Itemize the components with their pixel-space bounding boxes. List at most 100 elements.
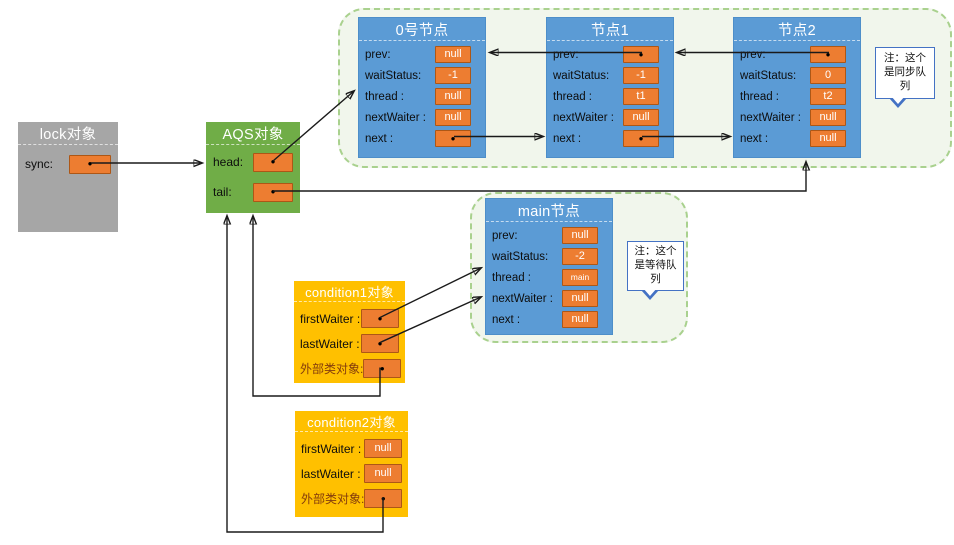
node-1-box: 节点1 prev: ● waitStatus: -1 thread : t1 n…: [546, 17, 674, 158]
field-value: -1: [623, 67, 659, 84]
field-value: t1: [623, 88, 659, 105]
field-value: null: [562, 227, 598, 244]
field-value: null: [562, 311, 598, 328]
field-row: 外部类对象: ●: [300, 356, 402, 381]
field-label: nextWaiter :: [553, 111, 614, 124]
aqs-object-title: AQS对象: [206, 122, 300, 145]
field-label: firstWaiter :: [300, 311, 361, 326]
field-row: thread : main: [492, 267, 606, 288]
field-row-tail: tail: ●: [213, 181, 293, 203]
node-2-box: 节点2 prev: ● waitStatus: 0 thread : t2 ne…: [733, 17, 861, 158]
node-0-title: 0号节点: [359, 18, 485, 41]
pointer-dot: ●: [810, 46, 846, 63]
pointer-dot: ●: [364, 489, 403, 508]
field-label: prev:: [365, 48, 391, 61]
field-row: thread : t1: [553, 86, 667, 107]
field-value: null: [364, 439, 402, 458]
lock-object-title: lock对象: [18, 122, 118, 145]
field-row: prev: null: [365, 44, 479, 65]
field-label: next :: [492, 313, 521, 326]
field-label: waitStatus:: [365, 69, 422, 82]
field-value: null: [623, 109, 659, 126]
field-row: next : ●: [553, 128, 667, 149]
field-row: prev: null: [492, 225, 606, 246]
field-label: head:: [213, 155, 244, 169]
field-row: firstWaiter : null: [301, 436, 402, 461]
pointer-dot: ●: [435, 130, 471, 147]
field-row-head: head: ●: [213, 151, 293, 173]
field-value: null: [435, 46, 471, 63]
field-row: firstWaiter : ●: [300, 306, 399, 331]
condition2-title: condition2对象: [295, 411, 408, 432]
field-row: nextWaiter : null: [740, 107, 854, 128]
field-row-sync: sync: ●: [25, 153, 111, 175]
field-label: thread :: [492, 271, 531, 284]
condition1-object-box: condition1对象 firstWaiter : ● lastWaiter …: [294, 281, 405, 383]
field-row: nextWaiter : null: [365, 107, 479, 128]
field-row: waitStatus: -1: [365, 65, 479, 86]
field-row: lastWaiter : null: [301, 461, 402, 486]
node-1-title: 节点1: [547, 18, 673, 41]
field-label: nextWaiter :: [740, 111, 801, 124]
field-label: prev:: [740, 48, 766, 61]
field-value: main: [562, 269, 598, 286]
field-label: thread :: [740, 90, 779, 103]
aqs-object-box: AQS对象 head: ● tail: ●: [206, 122, 300, 213]
field-value: -1: [435, 67, 471, 84]
field-row: prev: ●: [740, 44, 854, 65]
pointer-dot: ●: [623, 46, 659, 63]
field-label: nextWaiter :: [365, 111, 426, 124]
field-label: waitStatus:: [740, 69, 797, 82]
pointer-dot: ●: [69, 154, 111, 174]
field-value: null: [562, 290, 598, 307]
field-value: null: [364, 464, 402, 483]
pointer-dot: ●: [361, 334, 399, 353]
pointer-dot: ●: [623, 130, 659, 147]
field-value: null: [435, 109, 471, 126]
sync-queue-note: 注：这个是同步队列: [875, 47, 935, 108]
field-value: null: [810, 130, 846, 147]
field-row: prev: ●: [553, 44, 667, 65]
field-label: next :: [365, 132, 394, 145]
field-row: waitStatus: 0: [740, 65, 854, 86]
field-label: 外部类对象:: [300, 362, 364, 376]
field-label: tail:: [213, 185, 232, 199]
field-label: waitStatus:: [492, 250, 549, 263]
field-label: thread :: [365, 90, 404, 103]
field-row: next : null: [492, 309, 606, 330]
field-row: 外部类对象: ●: [301, 486, 403, 511]
field-row: waitStatus: -1: [553, 65, 667, 86]
field-label: nextWaiter :: [492, 292, 553, 305]
field-row: thread : null: [365, 86, 479, 107]
field-label: firstWaiter :: [301, 441, 362, 456]
field-value: null: [810, 109, 846, 126]
field-label: waitStatus:: [553, 69, 610, 82]
main-node-title: main节点: [486, 199, 612, 222]
node-2-title: 节点2: [734, 18, 860, 41]
pointer-dot: ●: [361, 309, 399, 328]
field-row: nextWaiter : null: [553, 107, 667, 128]
main-node-box: main节点 prev: null waitStatus: -2 thread …: [485, 198, 613, 335]
field-row: next : ●: [365, 128, 479, 149]
field-row: thread : t2: [740, 86, 854, 107]
field-row: nextWaiter : null: [492, 288, 606, 309]
field-label: 外部类对象:: [301, 492, 365, 506]
field-label: prev:: [553, 48, 579, 61]
condition2-object-box: condition2对象 firstWaiter : null lastWait…: [295, 411, 408, 517]
field-label: next :: [740, 132, 769, 145]
pointer-dot: ●: [253, 182, 293, 202]
field-row: waitStatus: -2: [492, 246, 606, 267]
pointer-dot: ●: [363, 359, 402, 378]
field-value: null: [435, 88, 471, 105]
node-0-box: 0号节点 prev: null waitStatus: -1 thread : …: [358, 17, 486, 158]
field-label: next :: [553, 132, 582, 145]
field-label: lastWaiter :: [300, 336, 360, 351]
field-label: thread :: [553, 90, 592, 103]
field-label: lastWaiter :: [301, 466, 361, 481]
field-value: -2: [562, 248, 598, 265]
field-value: 0: [810, 67, 846, 84]
pointer-dot: ●: [253, 152, 293, 172]
field-label: sync:: [25, 157, 54, 171]
field-row: lastWaiter : ●: [300, 331, 399, 356]
